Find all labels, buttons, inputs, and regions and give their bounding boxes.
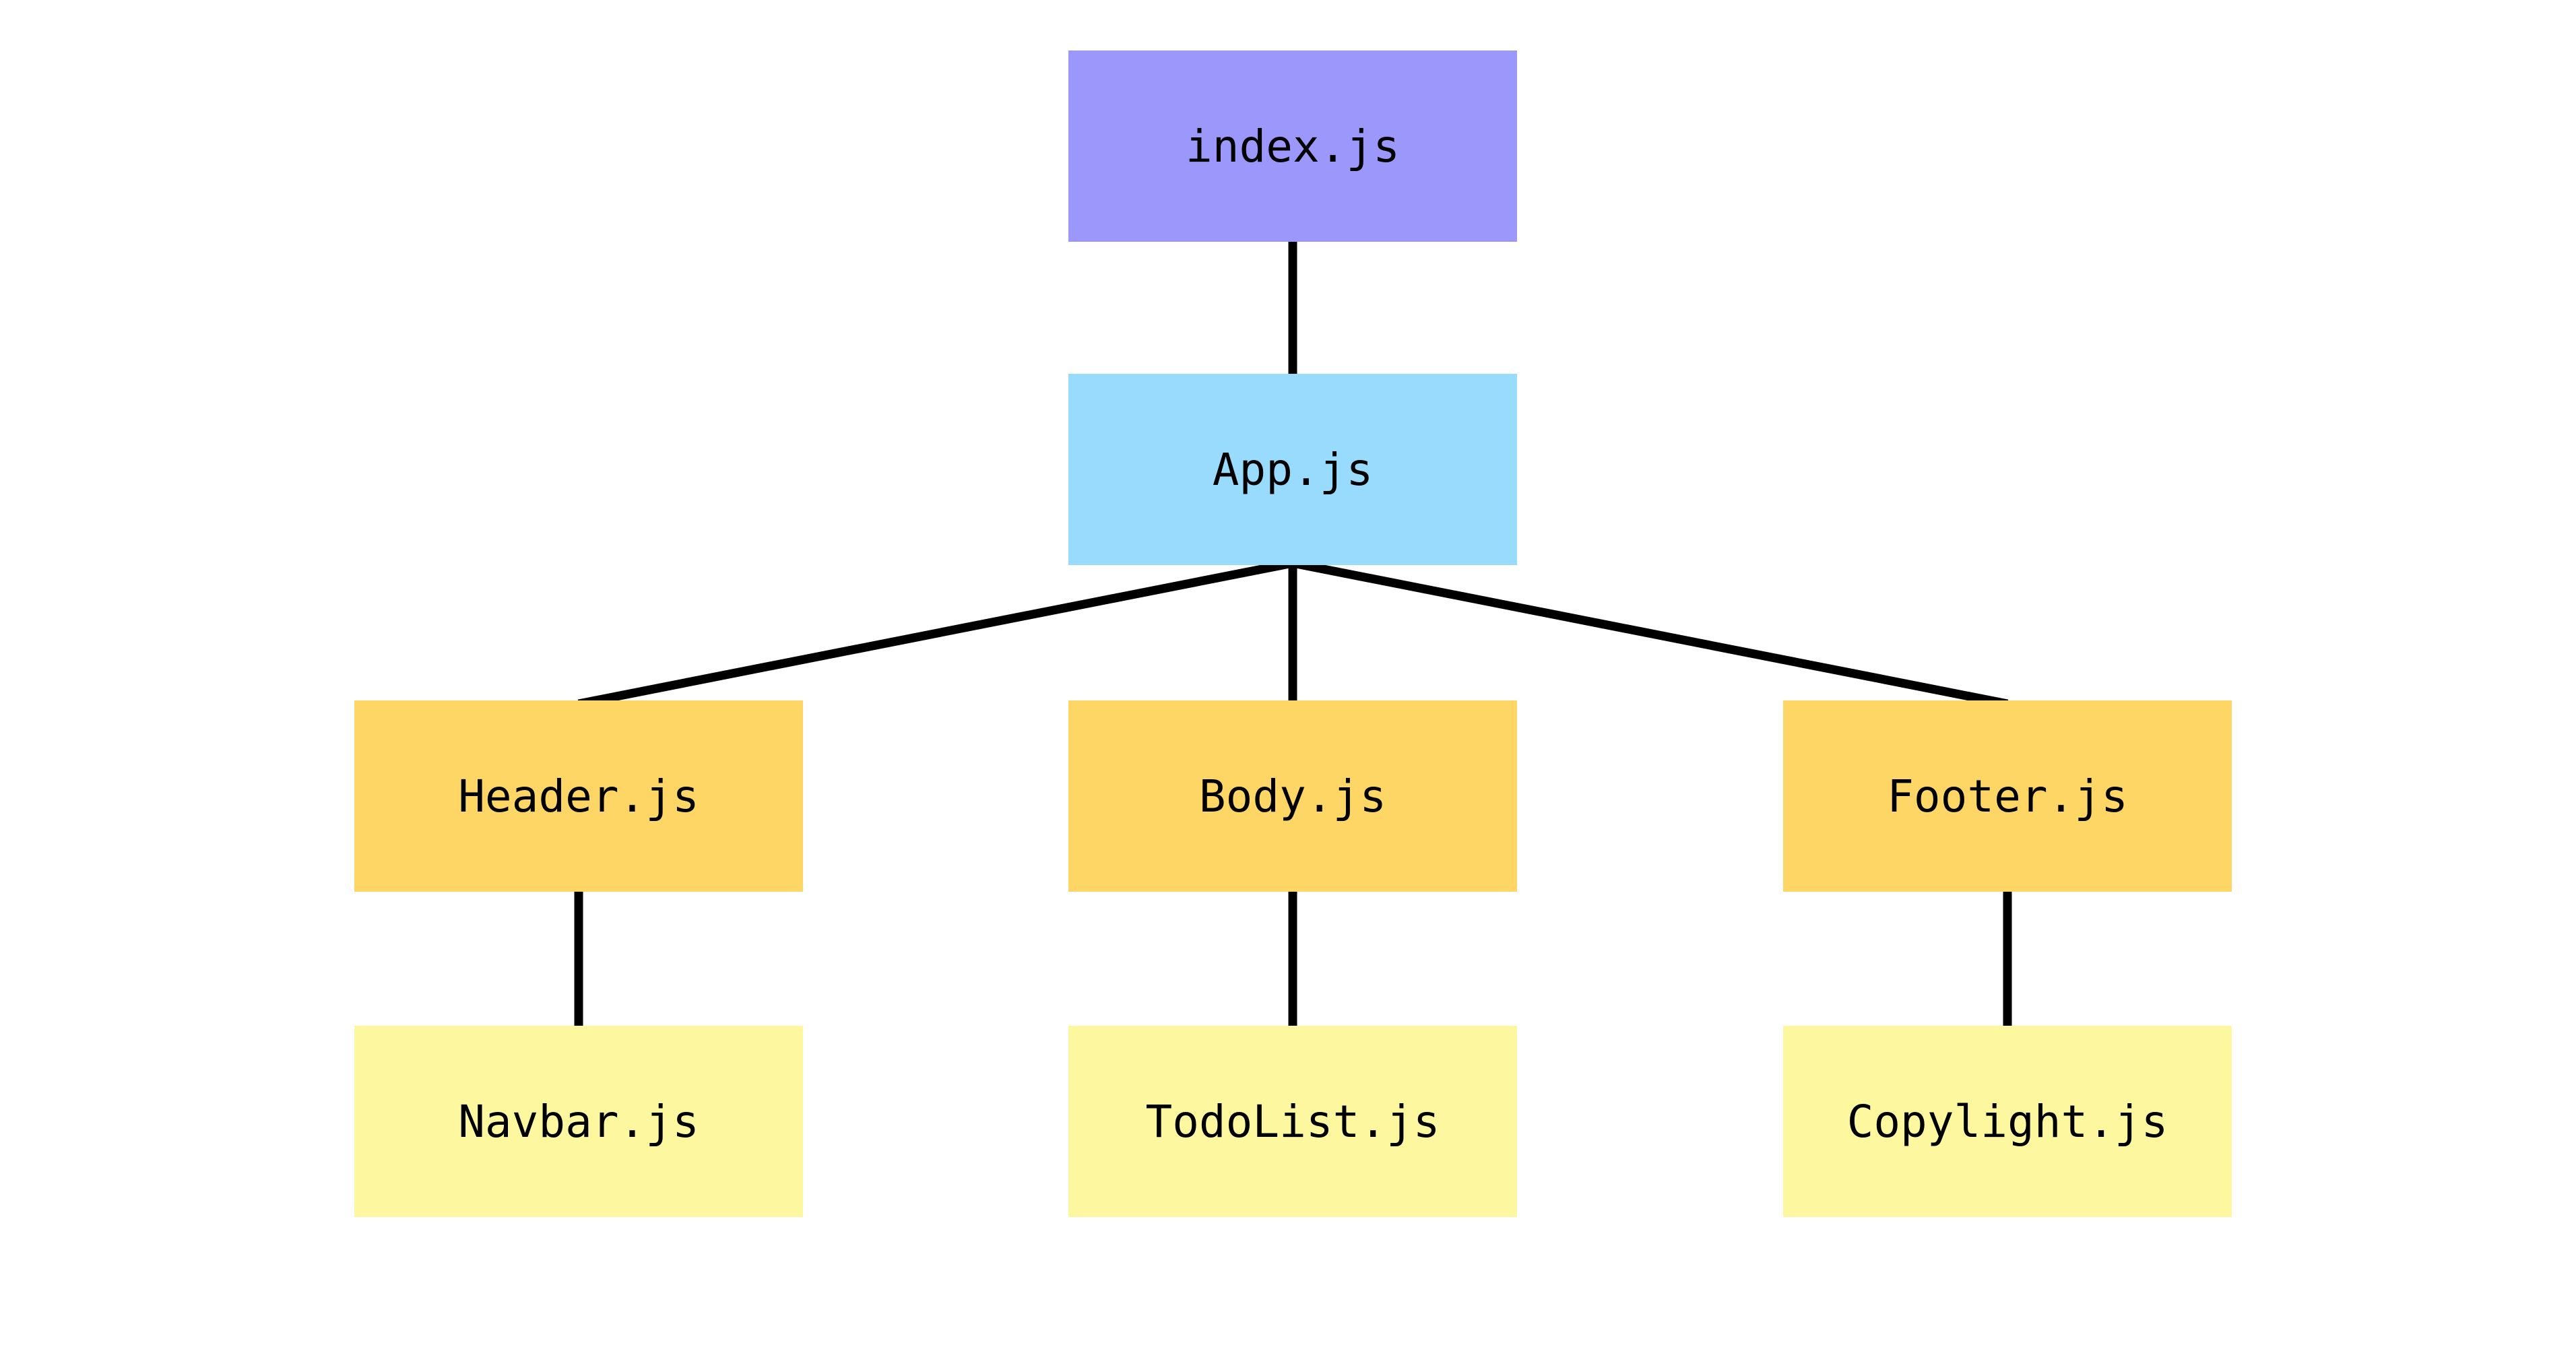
edge-app-footer — [1291, 558, 2009, 709]
node-app-js: App.js — [1068, 374, 1517, 565]
node-index-js: index.js — [1068, 51, 1517, 242]
node-footer-js: Footer.js — [1783, 700, 2232, 892]
edge-app-header — [577, 558, 1294, 709]
node-body-js: Body.js — [1068, 700, 1517, 892]
node-navbar-js: Navbar.js — [354, 1026, 803, 1217]
node-header-js: Header.js — [354, 700, 803, 892]
node-copylight-js: Copylight.js — [1783, 1026, 2232, 1217]
edge-group — [574, 239, 2012, 1028]
node-todolist-js: TodoList.js — [1068, 1026, 1517, 1217]
